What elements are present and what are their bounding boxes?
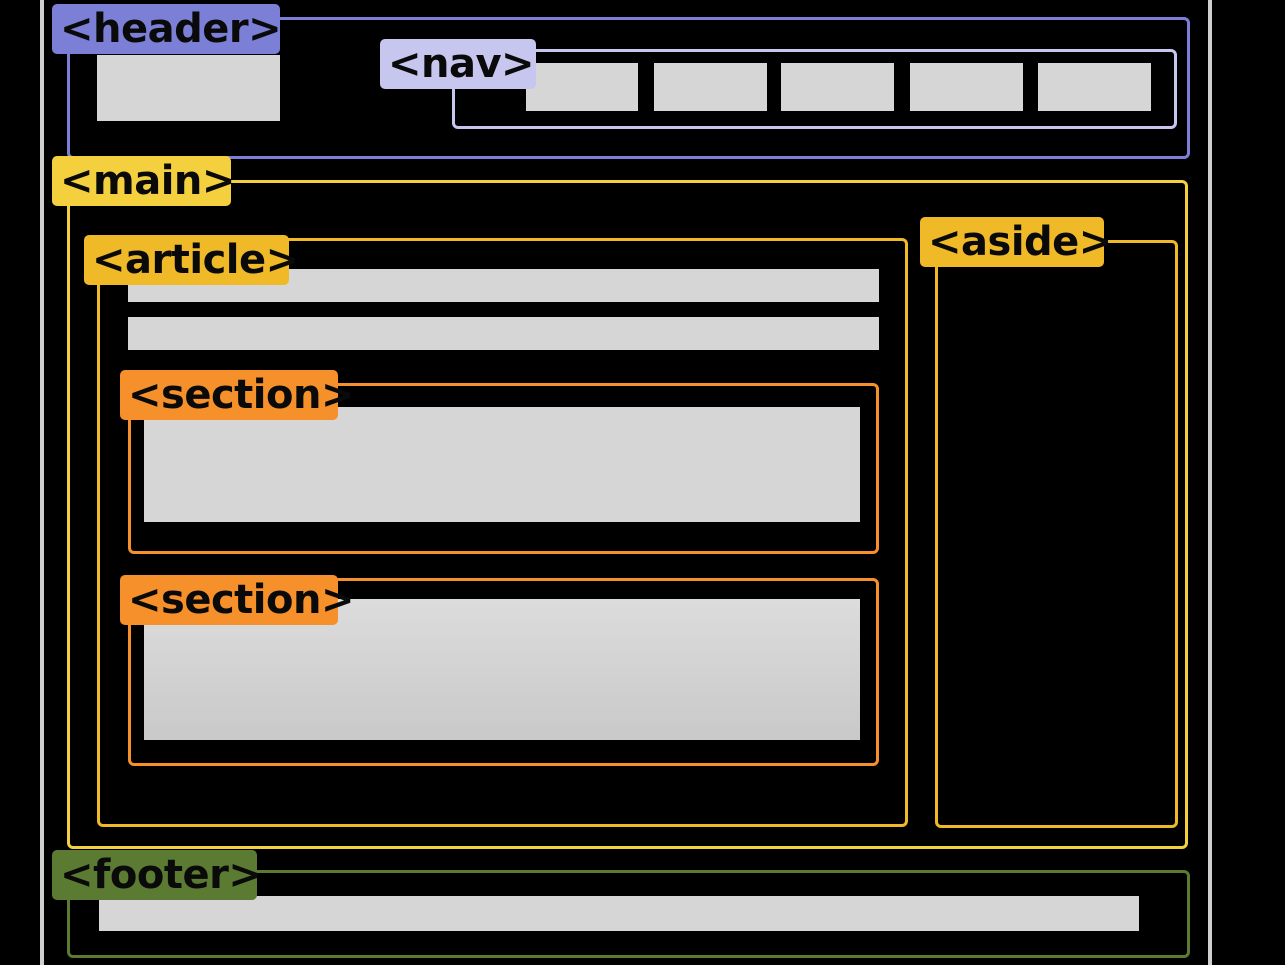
nav-tag: <nav> — [380, 39, 536, 89]
nav-item-placeholder — [654, 63, 767, 111]
footer-tag: <footer> — [52, 850, 262, 900]
header-tag: <header> — [52, 4, 282, 54]
article-tag: <article> — [84, 235, 299, 285]
footer-content-placeholder — [99, 896, 1139, 931]
nav-item-placeholder — [910, 63, 1023, 111]
article-text-placeholder — [128, 317, 879, 350]
section-box — [128, 383, 879, 554]
section-content-placeholder — [144, 407, 860, 522]
section-tag: <section> — [120, 370, 354, 420]
nav-box — [452, 49, 1177, 129]
nav-item-placeholder — [526, 63, 638, 111]
nav-item-placeholder — [781, 63, 894, 111]
main-tag: <main> — [52, 156, 235, 206]
main-box — [67, 180, 1188, 849]
article-box — [97, 238, 908, 827]
page-left-edge — [40, 0, 44, 965]
footer-box — [67, 870, 1190, 958]
header-box — [67, 17, 1190, 159]
header-logo-placeholder — [97, 55, 280, 121]
aside-tag: <aside> — [920, 217, 1112, 267]
aside-box — [935, 240, 1178, 828]
page-right-edge — [1208, 0, 1212, 965]
nav-item-placeholder — [1038, 63, 1151, 111]
section-tag: <section> — [120, 575, 354, 625]
section-box — [128, 578, 879, 766]
